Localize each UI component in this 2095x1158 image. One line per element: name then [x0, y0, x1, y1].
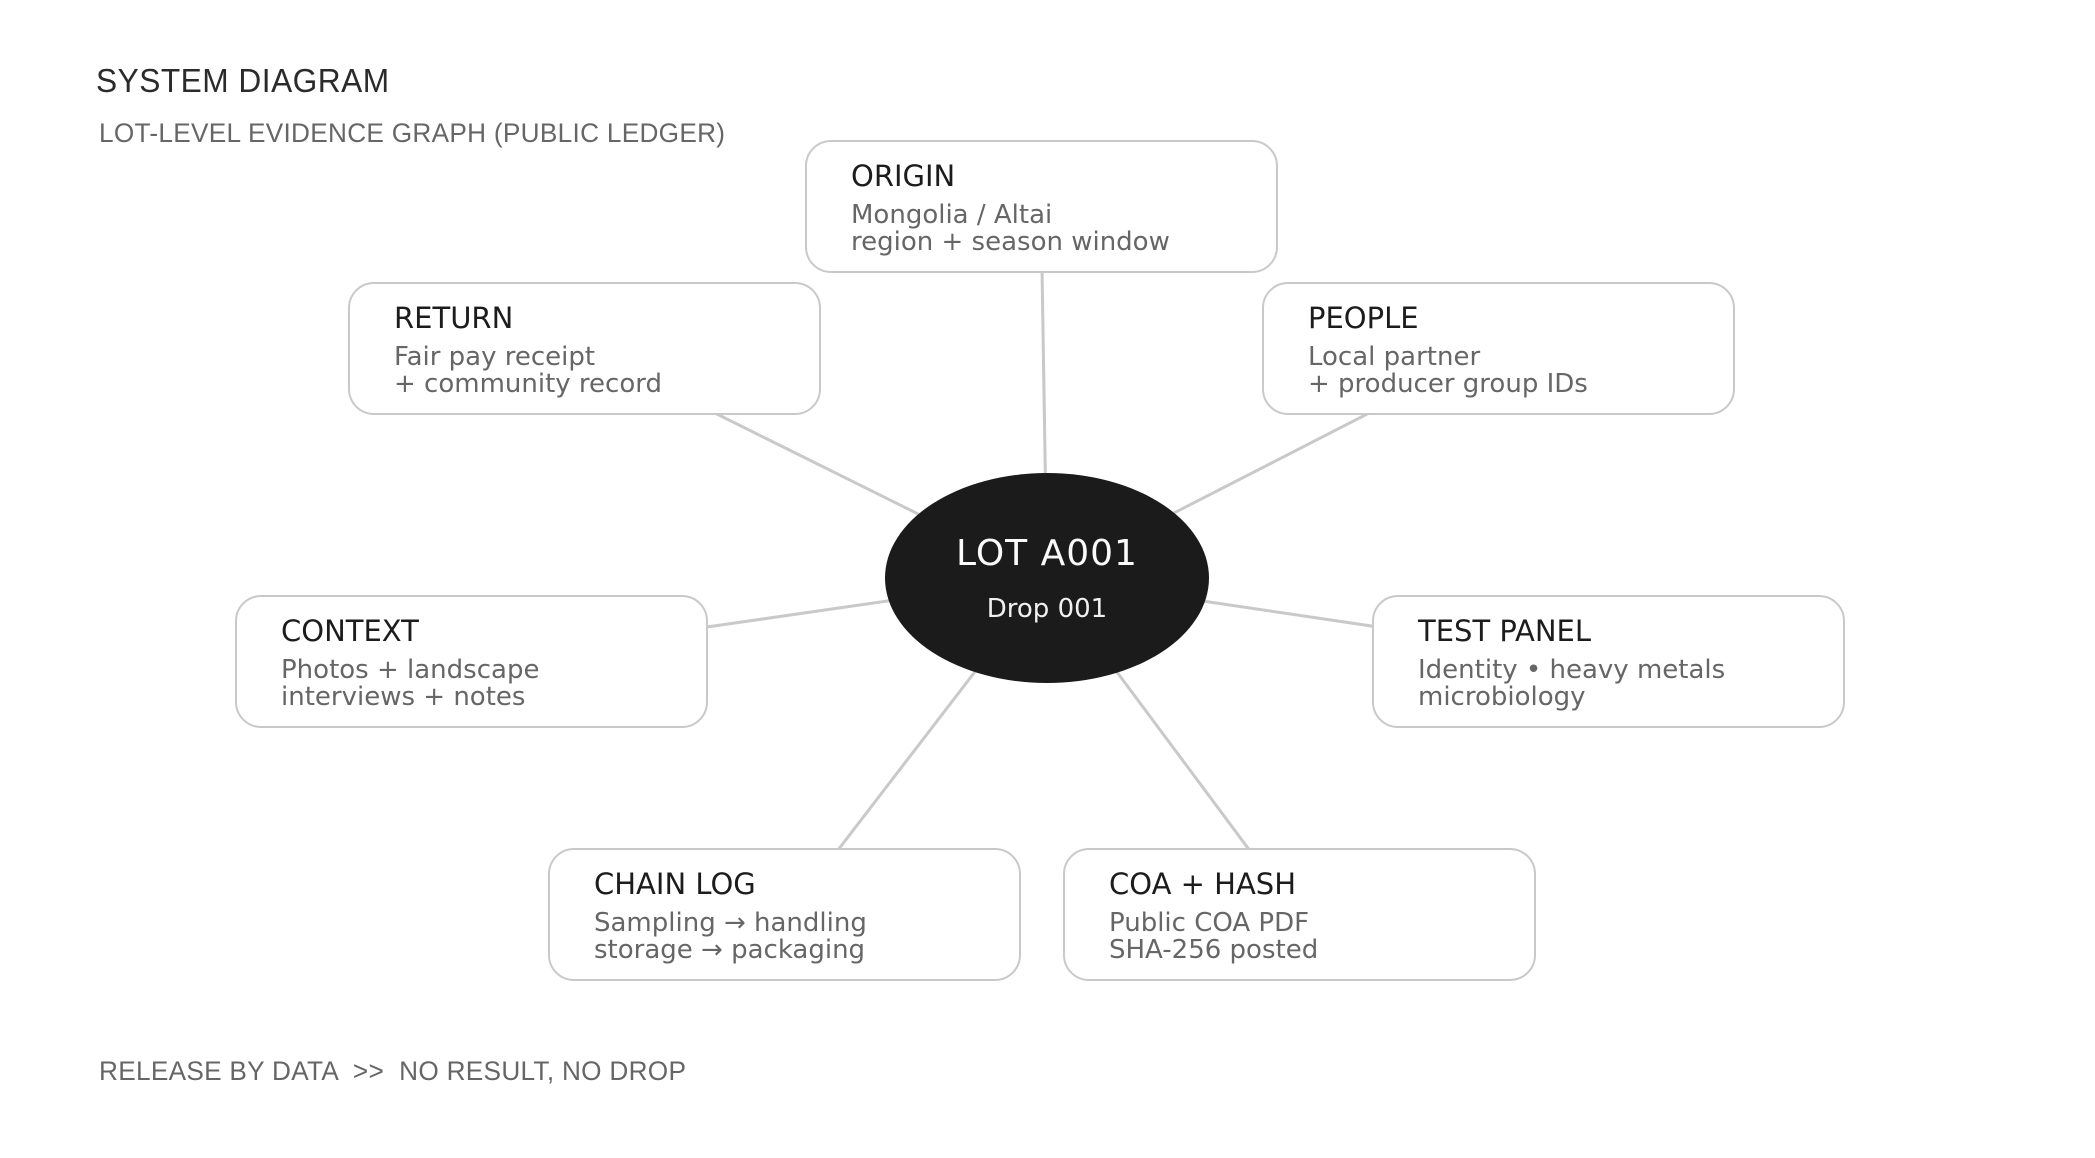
node-coa-hash-line2: SHA-256 posted — [1109, 935, 1319, 966]
footer-tagline: RELEASE BY DATA >> NO RESULT, NO DROP — [99, 1056, 687, 1086]
node-chain-log-title: CHAIN LOG — [594, 867, 756, 901]
node-people-title: PEOPLE — [1308, 301, 1419, 335]
node-origin-title: ORIGIN — [851, 159, 956, 193]
node-test-panel: TEST PANEL Identity • heavy metals micro… — [1372, 595, 1845, 728]
node-return-title: RETURN — [394, 301, 514, 335]
node-return: RETURN Fair pay receipt + community reco… — [348, 282, 821, 415]
node-chain-log-line1: Sampling → handling — [594, 908, 867, 938]
node-test-panel-title: TEST PANEL — [1418, 614, 1592, 648]
node-chain-log-line2: storage → packaging — [594, 935, 866, 966]
node-test-panel-body: Identity • heavy metals microbiology — [1418, 655, 1799, 713]
node-origin-line1: Mongolia / Altai — [851, 200, 1053, 230]
node-coa-hash-body: Public COA PDF SHA-256 posted — [1109, 908, 1490, 966]
center-node-lot: LOT A001 Drop 001 — [885, 473, 1209, 683]
node-chain-log-body: Sampling → handling storage → packaging — [594, 908, 975, 966]
node-origin-line2: region + season window — [851, 227, 1170, 258]
node-coa-hash: COA + HASH Public COA PDF SHA-256 posted — [1063, 848, 1536, 981]
center-node-title: LOT A001 — [956, 532, 1138, 574]
node-context-line2: interviews + notes — [281, 682, 526, 713]
page-subtitle: LOT-LEVEL EVIDENCE GRAPH (PUBLIC LEDGER) — [99, 118, 726, 148]
node-origin: ORIGIN Mongolia / Altai region + season … — [805, 140, 1278, 273]
node-test-panel-line2: microbiology — [1418, 682, 1586, 713]
node-origin-body: Mongolia / Altai region + season window — [851, 200, 1232, 258]
node-coa-hash-title: COA + HASH — [1109, 867, 1296, 901]
node-return-body: Fair pay receipt + community record — [394, 342, 775, 400]
node-people: PEOPLE Local partner + producer group ID… — [1262, 282, 1735, 415]
node-chain-log: CHAIN LOG Sampling → handling storage → … — [548, 848, 1021, 981]
center-node-subtitle: Drop 001 — [986, 593, 1108, 624]
node-people-body: Local partner + producer group IDs — [1308, 342, 1689, 400]
node-coa-hash-line1: Public COA PDF — [1109, 908, 1310, 938]
node-context-title: CONTEXT — [281, 614, 419, 648]
node-context-line1: Photos + landscape — [281, 655, 540, 685]
node-return-line1: Fair pay receipt — [394, 342, 596, 372]
node-return-line2: + community record — [394, 369, 662, 400]
node-context-body: Photos + landscape interviews + notes — [281, 655, 662, 713]
node-test-panel-line1: Identity • heavy metals — [1418, 655, 1726, 685]
node-context: CONTEXT Photos + landscape interviews + … — [235, 595, 708, 728]
page-title: SYSTEM DIAGRAM — [96, 62, 390, 99]
node-people-line2: + producer group IDs — [1308, 369, 1588, 400]
node-people-line1: Local partner — [1308, 342, 1481, 372]
